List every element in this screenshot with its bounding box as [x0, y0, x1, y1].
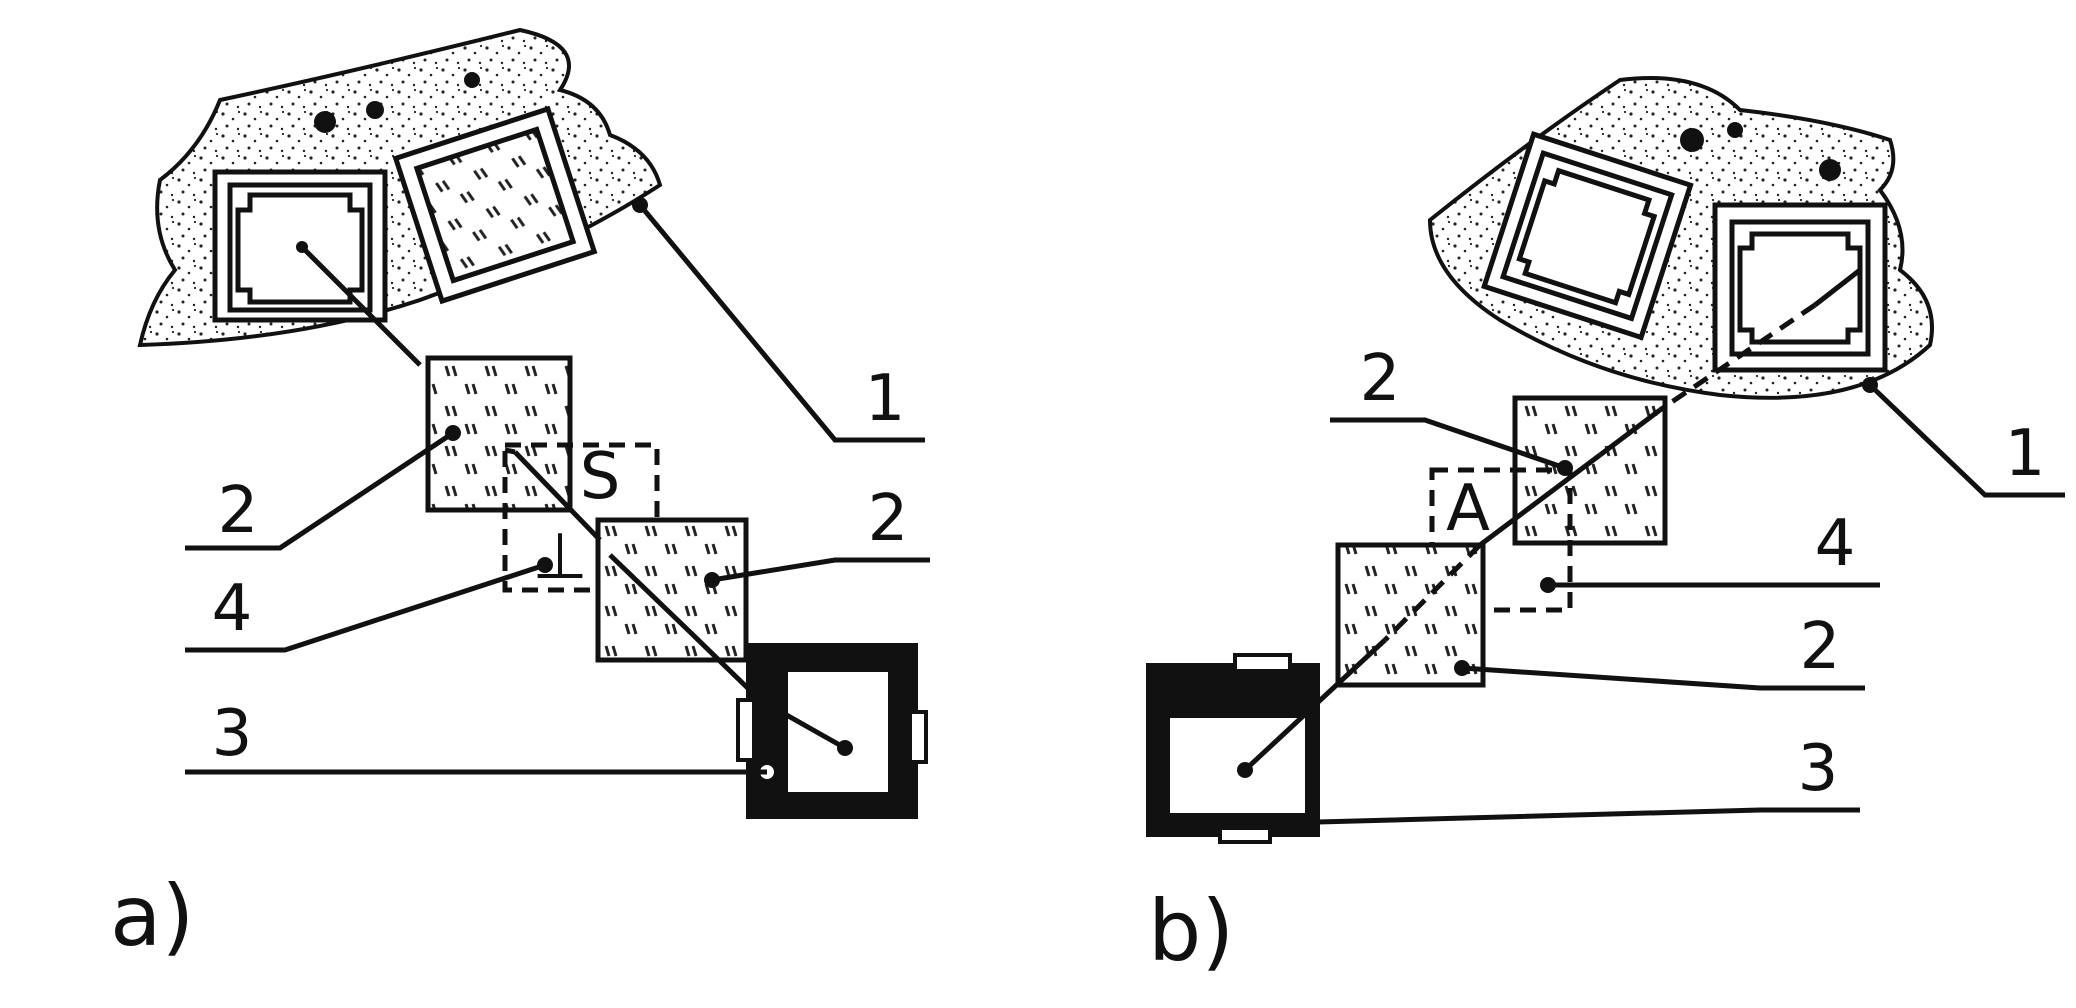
mount-window-right-b: [1712, 202, 1888, 373]
optical-path-b: [1478, 453, 1602, 547]
optical-path-a: [298, 243, 422, 367]
callout-label-2-upper-a: 2: [218, 474, 259, 548]
dashed-mark-bottom-a: ⊥: [532, 520, 588, 594]
panel-b: A 1 2 4 2 3: [1146, 76, 2065, 980]
callout-label-2-upper-b: 2: [1360, 342, 1401, 416]
callout-leader-1-a: [638, 203, 925, 443]
path-node: [296, 241, 308, 253]
panel-a: S ⊥ 1 2 2 4 3: [110, 27, 930, 965]
panel-label-a: a): [110, 867, 194, 965]
callout-leader-2-upper-a: [185, 430, 455, 551]
dashed-mark-top-a: S: [580, 440, 621, 514]
callout-label-3-a: 3: [212, 697, 253, 771]
eyepiece-a: [736, 643, 928, 819]
callout-leader-4-a: [185, 562, 546, 653]
callout-leader-1-b: [1868, 383, 2065, 498]
callout-leader-2-upper-b: [1330, 417, 1566, 471]
optical-path-b: [1658, 302, 1817, 413]
callout-leader-2-lower-a: [711, 557, 930, 583]
path-node: [837, 740, 853, 756]
callout-label-4-a: 4: [212, 572, 253, 646]
mount-dot: [1819, 159, 1841, 181]
optical-path-b: [1598, 408, 1662, 457]
optical-path-b: [1243, 638, 1387, 772]
callout-label-4-b: 4: [1815, 507, 1856, 581]
mount-window-left-b: [1481, 131, 1694, 341]
callout-label-2-lower-b: 2: [1800, 610, 1841, 684]
mount-dot: [464, 72, 480, 88]
callout-label-2-lower-a: 2: [868, 482, 909, 556]
callout-leader-3-b: [1317, 807, 1860, 825]
callout-leader-2-lower-b: [1461, 665, 1865, 691]
panel-label-b: b): [1148, 882, 1234, 980]
callout-label-1-a: 1: [865, 362, 906, 436]
dashed-mark-top-b: A: [1446, 472, 1490, 546]
optical-path-b: [1813, 268, 1862, 307]
optical-path-b: [1383, 543, 1482, 642]
optical-path-a: [513, 450, 602, 542]
optical-path-a: [608, 553, 847, 751]
optical-path-a: [504, 447, 516, 455]
dashed-cell-a: [502, 442, 660, 593]
prism-lower-a: [595, 517, 749, 663]
mount-dot: [314, 111, 336, 133]
mount-window-right-a: [392, 105, 598, 305]
callout-label-1-b: 1: [2005, 417, 2046, 491]
mount-dot: [366, 101, 384, 119]
callout-label-3-b: 3: [1798, 732, 1839, 806]
path-node: [1237, 762, 1253, 778]
mount-dot: [1680, 128, 1704, 152]
dashed-cell-b: [1429, 467, 1573, 613]
eyepiece-b: [1146, 653, 1320, 844]
mount-dot: [1727, 122, 1743, 138]
